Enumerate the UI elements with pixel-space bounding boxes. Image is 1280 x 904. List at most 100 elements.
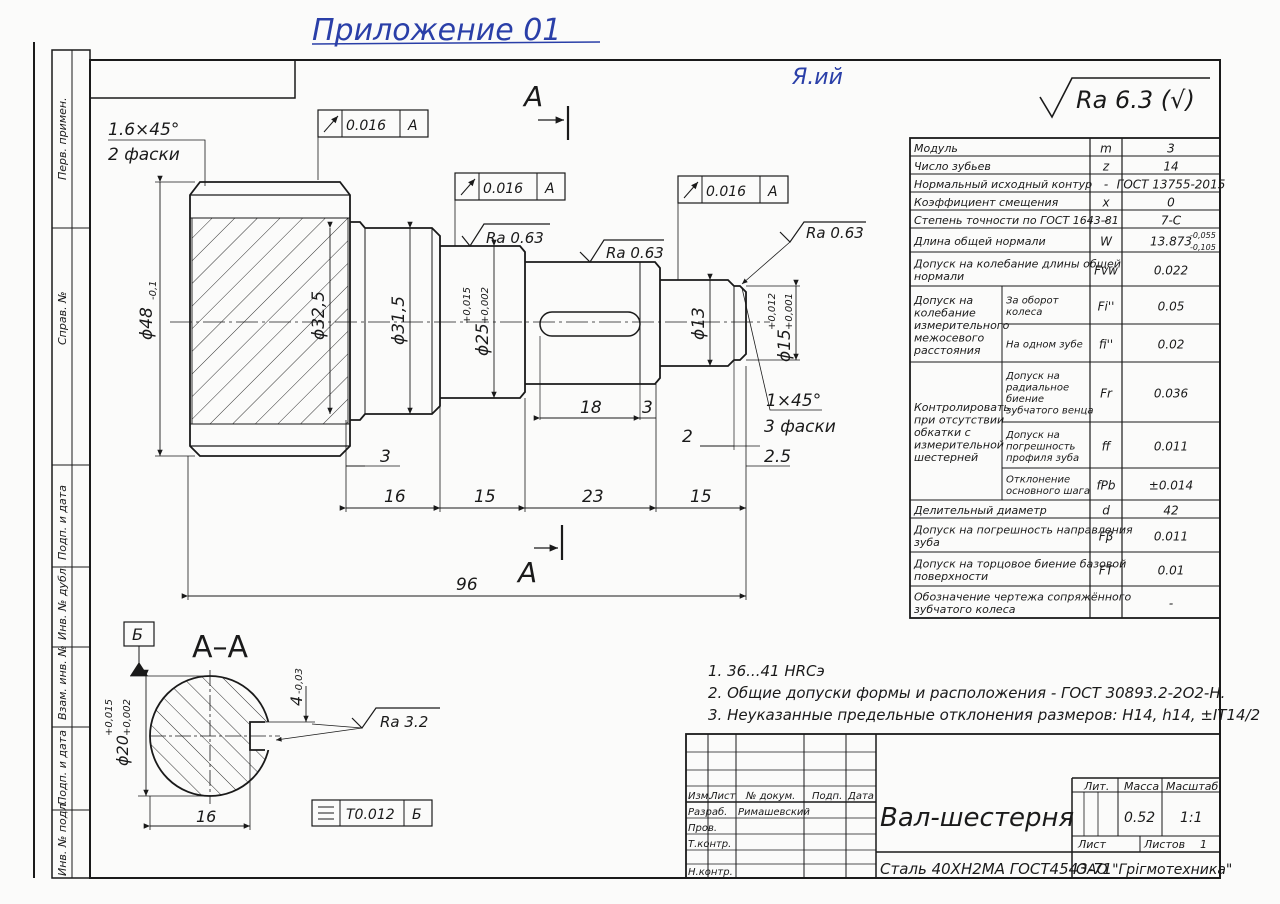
gear-row-val-8: 0.02: [1158, 337, 1185, 351]
svg-text:0.016: 0.016: [706, 184, 746, 200]
dim-15-b: 15: [690, 487, 712, 507]
dim-dia-32-5: ϕ32,5: [309, 291, 329, 340]
tb-sheets: 1: [1200, 838, 1207, 851]
tb-header-date: Дата: [847, 791, 874, 802]
left-strip: Перв. примен. Справ. № Подп. и дата Инв.…: [51, 49, 91, 879]
gear-row-val-5: 13.873: [1150, 234, 1192, 248]
gear-row-val-3: 0: [1167, 195, 1175, 209]
roughness-mark-3: Ra 0.63: [741, 221, 866, 285]
tb-scale: 1:1: [1180, 810, 1203, 826]
dim-dia-15-tol-up: +0,012: [767, 293, 778, 330]
gear-row-sym-9: Fr: [1100, 386, 1113, 400]
gear-row-val-15: -: [1169, 596, 1173, 610]
gear-row-sym-1: z: [1102, 159, 1110, 173]
gear-row-sub-8: На одном зубе: [1006, 338, 1083, 350]
tb-material: Сталь 40ХН2МА ГОСТ4543-71: [880, 860, 1112, 878]
svg-text:0.016: 0.016: [483, 181, 523, 197]
gear-row-val-14: 0.01: [1158, 563, 1185, 577]
section-a-a: A–A Б: [123, 621, 440, 830]
gear-row-sym-12: d: [1102, 503, 1110, 517]
tb-sheet-label: Лист: [1077, 838, 1106, 851]
dim-key-depth: 4: [287, 696, 306, 706]
chamfer-right: 1×45°: [766, 391, 821, 411]
section-cut-top: A: [522, 80, 570, 140]
strip-label-sign-date: Подп. и дата: [56, 485, 69, 560]
svg-text:A: A: [544, 181, 555, 197]
tb-mass: 0.52: [1124, 810, 1155, 826]
chamfer-right-note: 3 фаски: [764, 417, 836, 437]
gear-row-sym-4: -: [1104, 213, 1108, 227]
dim-3-key: 3: [642, 398, 653, 418]
dim-18: 18: [580, 398, 602, 418]
dim-dia-15: ϕ15: [775, 329, 795, 362]
gear-w-tol-up: -0,055: [1190, 231, 1216, 240]
dim-dia-20-tol-up: +0,015: [104, 699, 115, 736]
tb-role-ncontr: Н.контр.: [688, 867, 733, 878]
strip-label-sign-date-2: Подп. и дата: [56, 730, 69, 805]
gear-row-val-11: ±0.014: [1149, 478, 1193, 492]
tb-header-sign: Подп.: [812, 791, 842, 802]
dim-3-step: 3: [380, 447, 391, 467]
gear-row-val-13: 0.011: [1154, 529, 1188, 543]
dim-2: 2: [682, 427, 693, 447]
gear-row-sym-7: Fi'': [1098, 299, 1115, 313]
strip-label-ref: Справ. №: [56, 291, 69, 345]
dim-dia-20-tol-lo: +0,002: [122, 699, 133, 736]
gear-parameter-table: [909, 137, 1221, 619]
strip-label-repl-inv: Взам. инв. №: [56, 645, 69, 720]
section-cut-bottom: A: [516, 525, 564, 589]
tb-header-rev: Изм.: [688, 791, 712, 802]
gear-row-sym-13: Fβ: [1099, 529, 1114, 543]
gear-row-val-10: 0.011: [1154, 439, 1188, 453]
gear-row-sym-0: m: [1100, 141, 1112, 155]
svg-text:0.016: 0.016: [346, 118, 386, 134]
gear-row-name-4: Степень точности по ГОСТ 1643-81: [914, 214, 1119, 227]
dim-16-section: 16: [196, 807, 216, 826]
dim-dia-20: ϕ20: [113, 735, 132, 766]
gear-row-name-2: Нормальный исходный контур: [914, 178, 1092, 191]
svg-text:Ra 0.63: Ra 0.63: [806, 224, 864, 242]
svg-text:A–A: A–A: [192, 630, 249, 665]
gear-row-val-1: 14: [1163, 159, 1178, 173]
gear-row-val-6: 0.022: [1154, 263, 1188, 277]
dim-dia-48: ϕ48: [137, 307, 157, 340]
gear-row-val-9: 0.036: [1154, 386, 1189, 400]
gear-row-sym-3: x: [1101, 195, 1110, 209]
gear-row-val-7: 0.05: [1158, 299, 1185, 313]
handwritten-mark: Я.ий: [791, 65, 843, 90]
dim-15-a: 15: [474, 487, 496, 507]
tb-lit: Лит.: [1083, 780, 1109, 793]
gear-row-name-3: Коэффициент смещения: [914, 196, 1059, 209]
dim-dia-31-5: ϕ31,5: [389, 296, 409, 345]
symmetry-value: T0.012: [346, 807, 395, 823]
tb-scale-label: Масштаб: [1166, 780, 1218, 793]
dim-dia-25-tol-lo: +0,002: [480, 287, 491, 324]
svg-text:A: A: [516, 556, 537, 589]
note-1: 1. 36...41 HRCэ: [708, 662, 825, 680]
svg-text:Ra 0.63: Ra 0.63: [486, 229, 544, 247]
dim-96: 96: [456, 575, 478, 595]
dim-2-5: 2.5: [764, 447, 791, 467]
gear-row-sym-10: ff: [1102, 439, 1112, 453]
svg-text:Ra 0.63: Ra 0.63: [606, 244, 664, 262]
svg-text:A: A: [407, 118, 418, 134]
dim-key-depth-tol: -0,03: [294, 668, 305, 694]
tb-role-dev: Разраб.: [688, 806, 727, 818]
runout-frame-2: 0.016 A: [454, 172, 566, 246]
handwriting-underline: [311, 41, 601, 45]
gear-row-sym-8: fi'': [1099, 337, 1113, 351]
tb-sheets-label: Листов: [1143, 838, 1185, 851]
tb-company: ОАО "Грiгмотехника": [1076, 862, 1232, 878]
svg-text:Б: Б: [132, 625, 143, 644]
shaft-view: [108, 139, 822, 600]
